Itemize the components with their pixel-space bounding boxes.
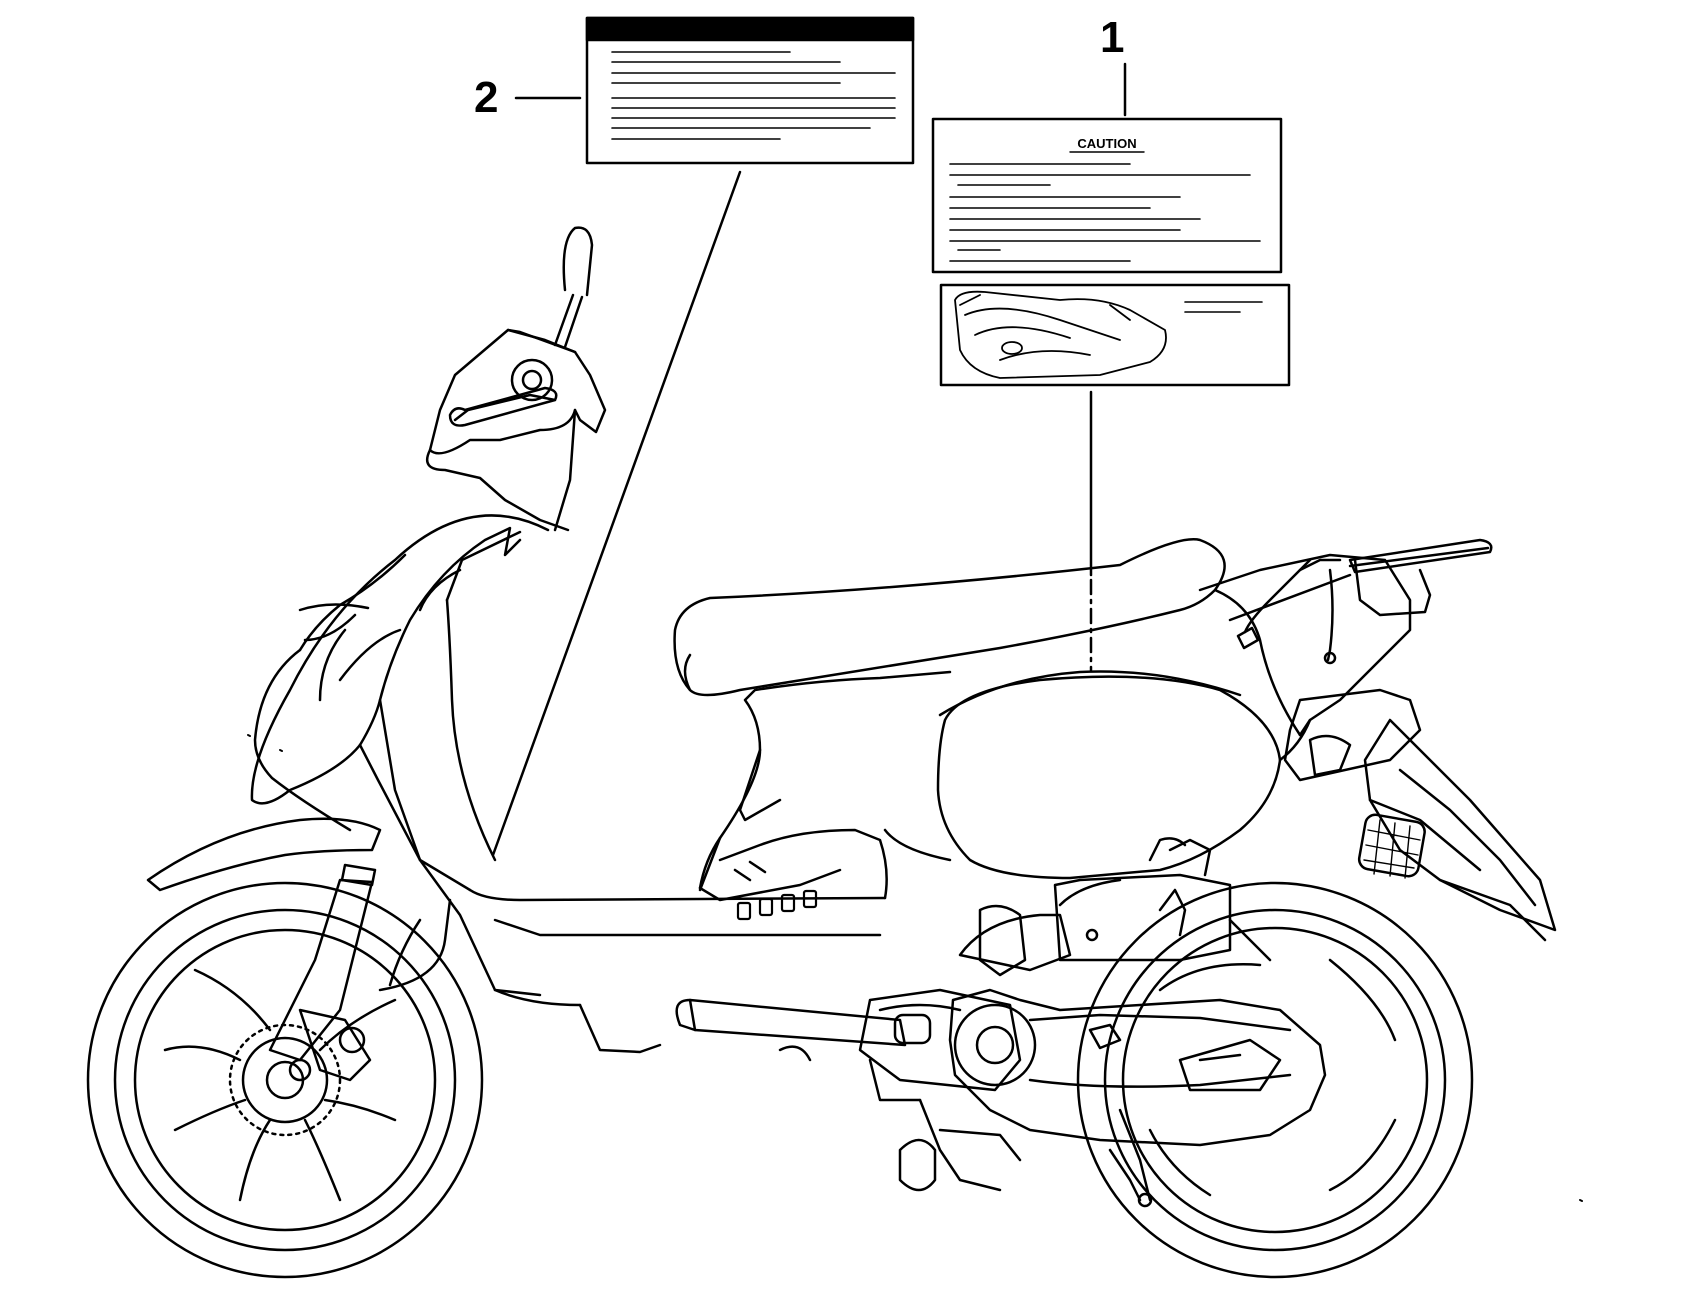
engine-transmission [858, 838, 1327, 1208]
seat-storage-label-text-lines [1184, 301, 1263, 313]
rear-fender-light [1283, 688, 1557, 942]
rear-body-panel [698, 670, 952, 921]
license-plate-grid [1363, 819, 1421, 879]
caution-label-1: CAUTION [931, 117, 1283, 274]
seat-storage-label [939, 283, 1291, 387]
floorboard-frame [418, 858, 887, 1054]
seat [673, 538, 1226, 697]
callout-number-2: 2 [474, 73, 499, 122]
scan-specks [247, 734, 1583, 1202]
tail-section [1198, 553, 1412, 762]
body-vent-slots [736, 889, 818, 921]
front-fascia [250, 408, 577, 892]
caution-label-title: CAUTION [1077, 136, 1136, 151]
seat-storage-label-drawing [954, 290, 1167, 379]
rear-wheel [1076, 881, 1474, 1279]
caution-label-text-lines [949, 163, 1261, 262]
front-fork-brake [268, 863, 452, 1082]
scooter-illustration [86, 226, 1557, 1279]
handlebar-headset [428, 328, 607, 455]
lower-parts [675, 837, 1187, 1192]
front-fender [146, 817, 382, 892]
label-2-pointer-line [491, 170, 742, 857]
warning-label-2 [585, 16, 915, 165]
rear-rack [1236, 538, 1493, 665]
side-cover [883, 670, 1282, 880]
callout-number-1: 1 [1100, 13, 1125, 62]
warning-label-2-text-lines [611, 51, 896, 140]
front-wheel [86, 881, 484, 1279]
mirror [553, 226, 594, 349]
